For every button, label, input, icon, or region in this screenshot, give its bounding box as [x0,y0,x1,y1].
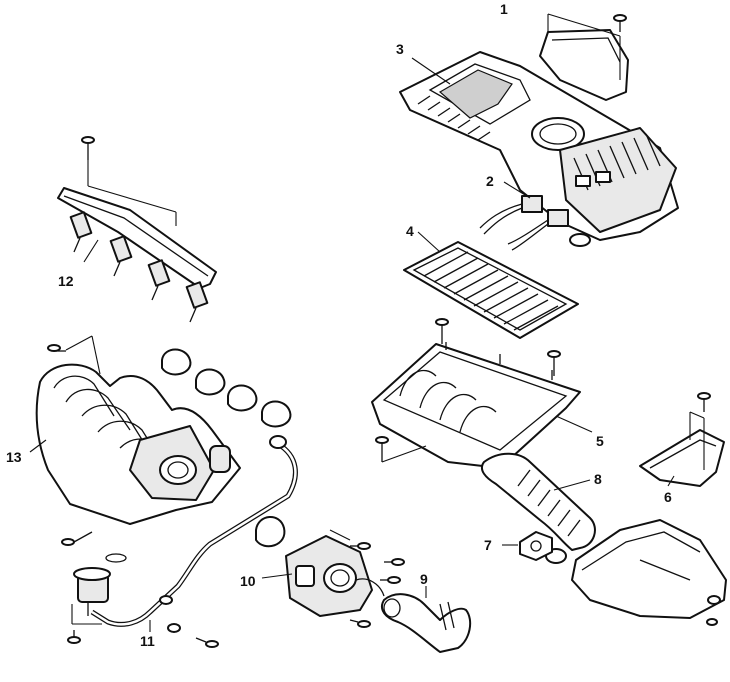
part-13-intake-manifold [29,335,241,546]
bolt-icon [613,14,627,32]
clamp-icon [159,595,181,633]
injector-icon [109,235,133,277]
part-12-fuel-rail [57,136,217,323]
part-4-air-filter [403,231,579,339]
injector-icon [69,211,93,253]
injector-icon [185,281,209,323]
part-8-intake-hose [480,452,596,551]
o-ring-icon [105,553,127,563]
callout-8: 8 [594,471,602,487]
callout-3: 3 [396,41,404,57]
callout-10: 10 [240,573,256,589]
callout-2: 2 [486,173,494,189]
bolt-icon [61,531,93,546]
part-1-bracket [539,13,629,101]
bolt-icon [47,344,66,352]
bolt-icon [375,436,389,462]
bolt-icon [384,558,405,566]
valve-icon [73,567,111,616]
bolt-icon [350,542,371,550]
bolt-icon [697,392,711,412]
bolt-icon [435,318,449,344]
part-3-cleaner-cover [399,51,679,247]
bolt-icon [349,619,371,628]
part-9-hose [380,586,472,653]
resonator-duct [545,519,727,626]
bolt-icon [547,350,561,376]
callout-13: 13 [6,449,22,465]
part-10-throttle-body [261,529,405,628]
callout-4: 4 [406,223,414,239]
callout-6: 6 [664,489,672,505]
callout-1: 1 [500,1,508,17]
callout-5: 5 [596,433,604,449]
part-11-pipe [67,435,298,648]
injector-icon [147,259,171,301]
part-7-gasket [502,531,553,561]
throttle-gasket [255,516,286,548]
callout-9: 9 [420,571,428,587]
intake-gaskets [161,348,292,428]
bolt-icon [195,637,219,648]
part-5-cleaner-case [371,318,593,469]
bolt-icon [380,576,401,584]
part-2-connectors [479,181,569,251]
bolt-icon [81,136,95,160]
callout-7: 7 [484,537,492,553]
callout-11: 11 [140,633,155,649]
bolt-icon [67,630,81,644]
callout-12: 12 [58,273,74,289]
part-6-bracket [639,392,725,487]
